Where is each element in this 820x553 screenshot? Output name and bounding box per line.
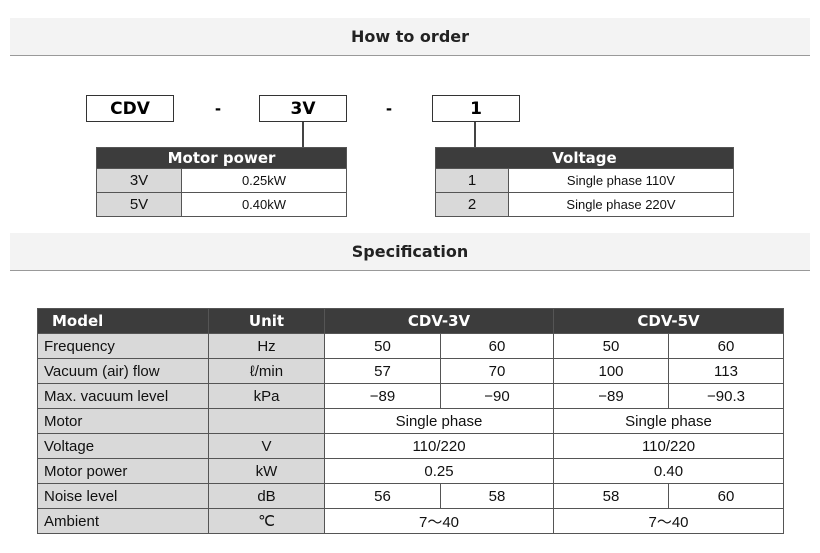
code-power-box: 3V: [259, 95, 347, 122]
cell: 0.40: [553, 458, 784, 484]
cell: kW: [208, 458, 325, 484]
cell: dB: [208, 483, 325, 509]
code-series-box: CDV: [86, 95, 174, 122]
specification-heading: Specification: [10, 233, 810, 271]
cell: −90.3: [668, 383, 784, 409]
cell: 70: [440, 358, 554, 384]
cell: 2: [435, 192, 509, 217]
cell: −90: [440, 383, 554, 409]
voltage-title: Voltage: [435, 147, 734, 169]
table-header: Model Unit CDV-3V CDV-5V: [37, 308, 784, 334]
header-cdv-3v: CDV-3V: [324, 308, 554, 334]
cell: −89: [553, 383, 669, 409]
cell: ℃: [208, 508, 325, 534]
connector-line: [302, 122, 304, 148]
how-to-order-heading: How to order: [10, 18, 810, 56]
cell: 58: [553, 483, 669, 509]
cell: Vacuum (air) flow: [37, 358, 209, 384]
cell: 56: [324, 483, 441, 509]
cell: 60: [668, 483, 784, 509]
cell: [208, 408, 325, 434]
separator: -: [386, 98, 392, 118]
separator: -: [215, 98, 221, 118]
cell: 50: [553, 333, 669, 359]
cell: Motor: [37, 408, 209, 434]
cell: V: [208, 433, 325, 459]
cell: −89: [324, 383, 441, 409]
cell: Ambient: [37, 508, 209, 534]
cell: 3V: [96, 168, 182, 193]
header-cdv-5v: CDV-5V: [553, 308, 784, 334]
code-voltage-box: 1: [432, 95, 520, 122]
cell: Noise level: [37, 483, 209, 509]
cell: 5V: [96, 192, 182, 217]
cell: 0.25kW: [181, 168, 347, 193]
cell: ℓ/min: [208, 358, 325, 384]
cell: Single phase: [324, 408, 554, 434]
cell: Motor power: [37, 458, 209, 484]
cell: 60: [440, 333, 554, 359]
cell: 57: [324, 358, 441, 384]
cell: 7～40: [324, 508, 554, 534]
cell: Hz: [208, 333, 325, 359]
cell: 1: [435, 168, 509, 193]
cell: 58: [440, 483, 554, 509]
cell: Single phase 220V: [508, 192, 734, 217]
cell: Voltage: [37, 433, 209, 459]
cell: Max. vacuum level: [37, 383, 209, 409]
cell: kPa: [208, 383, 325, 409]
cell: 50: [324, 333, 441, 359]
cell: 110/220: [324, 433, 554, 459]
cell: 0.40kW: [181, 192, 347, 217]
cell: 110/220: [553, 433, 784, 459]
cell: Frequency: [37, 333, 209, 359]
header-unit: Unit: [208, 308, 325, 334]
connector-line: [474, 122, 476, 148]
cell: Single phase 110V: [508, 168, 734, 193]
cell: 7～40: [553, 508, 784, 534]
header-model: Model: [37, 308, 209, 334]
cell: 100: [553, 358, 669, 384]
cell: Single phase: [553, 408, 784, 434]
motor-power-title: Motor power: [96, 147, 347, 169]
cell: 60: [668, 333, 784, 359]
cell: 113: [668, 358, 784, 384]
cell: 0.25: [324, 458, 554, 484]
